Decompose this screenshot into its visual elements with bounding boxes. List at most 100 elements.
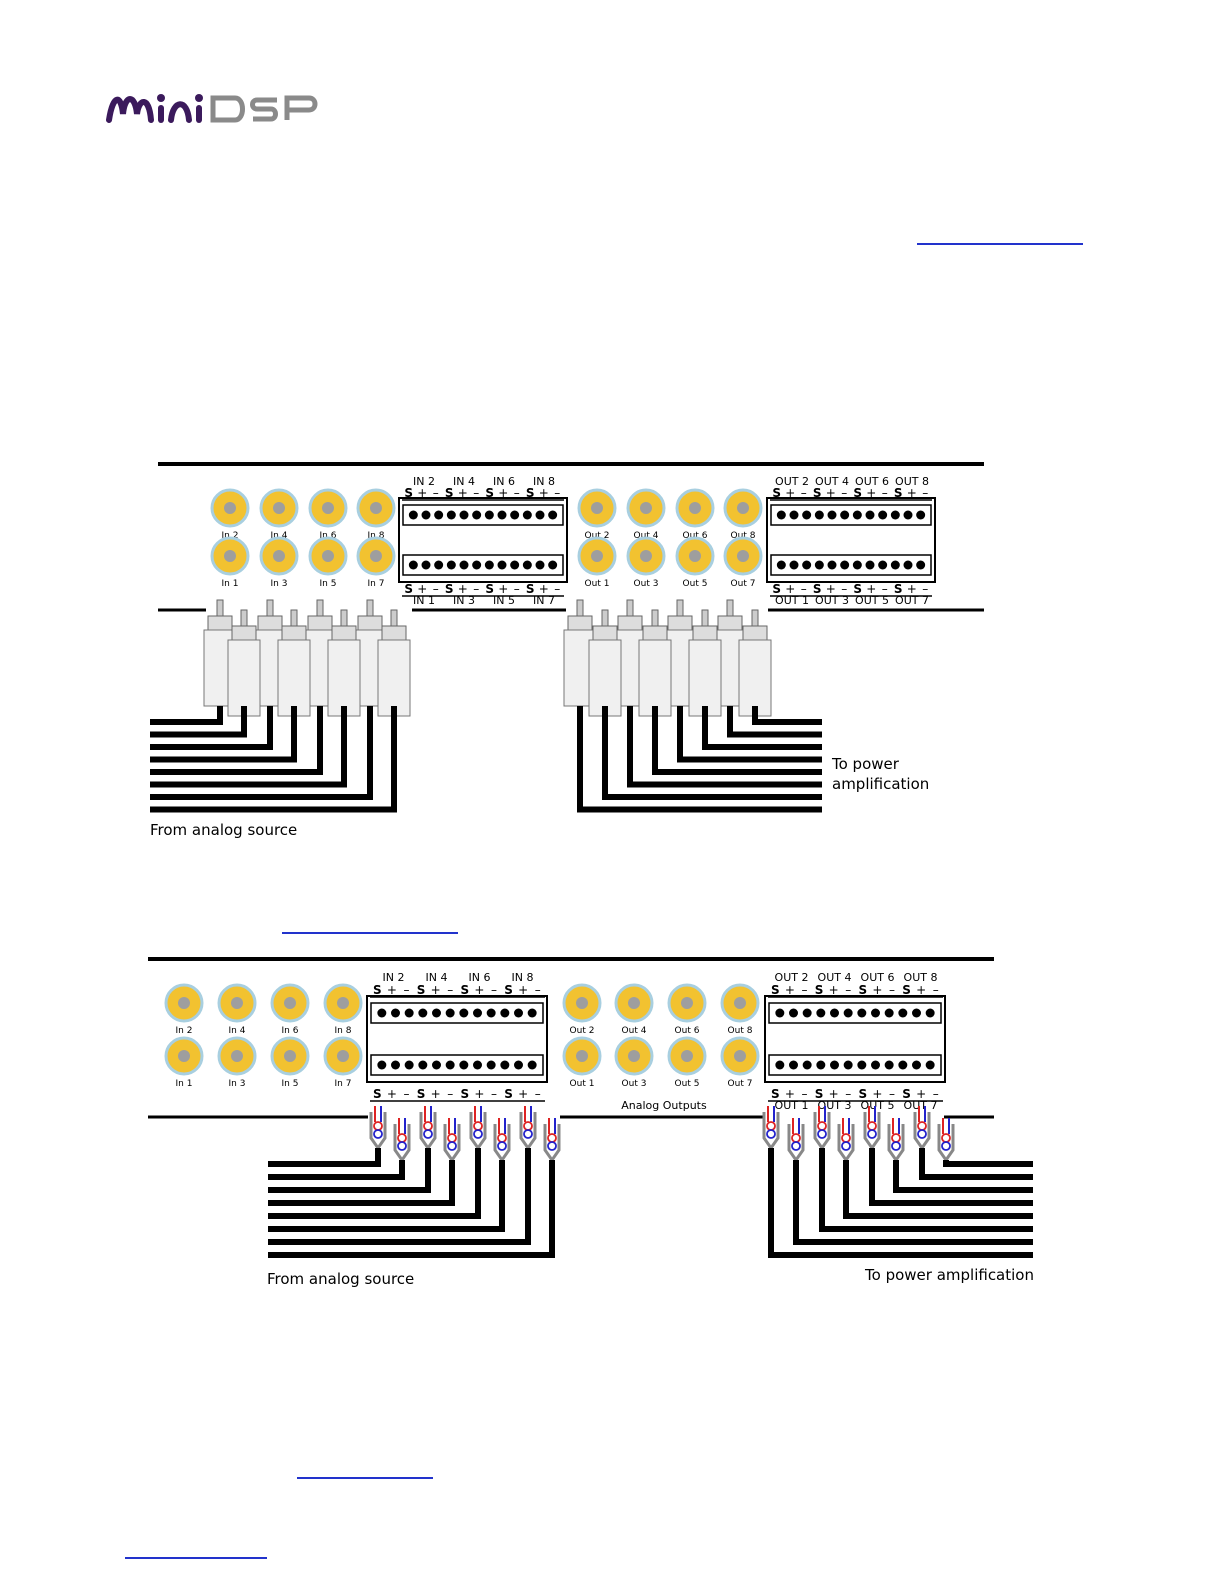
output-cable bbox=[727, 706, 822, 738]
rca-plug-collar bbox=[207, 615, 233, 631]
terminal-screw bbox=[459, 1060, 469, 1070]
terminal-screw bbox=[814, 560, 824, 570]
rca-plug-collar bbox=[642, 625, 668, 641]
rca-plug-collar bbox=[717, 615, 743, 631]
jack-pin bbox=[224, 550, 236, 562]
terminal-strip bbox=[770, 554, 932, 576]
terminal-pin-label: S bbox=[417, 1087, 426, 1101]
terminal-screw bbox=[434, 510, 444, 520]
terminal-screw bbox=[497, 560, 507, 570]
rca-cables bbox=[150, 599, 822, 813]
jack-label: In 3 bbox=[229, 1079, 246, 1089]
rca-plug-collar bbox=[692, 625, 718, 641]
balanced-connector bbox=[937, 1118, 955, 1163]
output-cable bbox=[943, 1160, 1033, 1167]
terminal-screw bbox=[446, 510, 456, 520]
terminal-screw bbox=[421, 560, 431, 570]
jack-in7: In 7 bbox=[323, 1036, 363, 1089]
terminal-screw bbox=[445, 1060, 455, 1070]
balanced-connector bbox=[863, 1106, 881, 1151]
output-cable bbox=[893, 1160, 1033, 1193]
jack-label: Out 2 bbox=[585, 531, 610, 541]
hyperlink-3[interactable] bbox=[297, 1477, 433, 1479]
terminal-channel-label: OUT 5 bbox=[855, 594, 889, 607]
terminal-screw bbox=[789, 1008, 798, 1018]
terminal-pin-label: S bbox=[445, 486, 454, 500]
dest-label-line1: To power bbox=[831, 755, 900, 773]
jack-pin bbox=[576, 997, 588, 1009]
jack-out5: Out 5 bbox=[675, 536, 715, 589]
jack-pin bbox=[734, 997, 746, 1009]
output-cable bbox=[819, 1148, 1033, 1232]
rca-plug-body bbox=[588, 639, 622, 717]
twist-blue bbox=[941, 1141, 951, 1151]
rca-plug-body bbox=[638, 639, 672, 717]
jack-in6: In 6 bbox=[270, 983, 310, 1036]
terminal-pin-label: – bbox=[801, 983, 807, 997]
jack-pin bbox=[231, 1050, 243, 1062]
terminal-screw bbox=[865, 510, 875, 520]
terminal-pin-label: S bbox=[485, 486, 494, 500]
terminal-pin-label: + bbox=[907, 582, 917, 596]
jack-label: Out 4 bbox=[622, 1026, 647, 1036]
jack-in3: In 3 bbox=[259, 536, 299, 589]
terminal-screw bbox=[510, 560, 520, 570]
jack-out1: Out 1 bbox=[577, 536, 617, 589]
jack-pin bbox=[273, 502, 285, 514]
terminal-pin-label: – bbox=[447, 1087, 453, 1101]
jack-label: Out 1 bbox=[570, 1079, 595, 1089]
terminal-screw bbox=[830, 1008, 839, 1018]
rca-plug bbox=[588, 609, 622, 717]
terminal-screw bbox=[776, 510, 786, 520]
terminal-pin-label: + bbox=[387, 983, 397, 997]
output-cable bbox=[602, 706, 822, 800]
terminal-pin-label: – bbox=[801, 1087, 807, 1101]
hyperlink-2[interactable] bbox=[282, 932, 458, 934]
input-cable bbox=[150, 706, 247, 738]
terminal-screw bbox=[857, 1008, 867, 1018]
jack-label: Out 1 bbox=[585, 579, 610, 589]
twist-blue bbox=[791, 1141, 801, 1151]
jack-pin bbox=[576, 1050, 588, 1062]
terminal-pin-label: – bbox=[554, 486, 560, 500]
jack-label: Out 7 bbox=[728, 1079, 753, 1089]
rca-plug-tip bbox=[266, 599, 274, 617]
balanced-connector bbox=[519, 1106, 537, 1151]
terminal-pin-label: + bbox=[431, 1087, 441, 1101]
jack-pin bbox=[284, 997, 296, 1009]
rca-plug-collar bbox=[742, 625, 768, 641]
jack-label: Out 3 bbox=[634, 579, 659, 589]
terminal-pin-label: – bbox=[447, 983, 453, 997]
jack-in1: In 1 bbox=[210, 536, 250, 589]
terminal-channel-label: OUT 4 bbox=[815, 475, 849, 488]
terminal-pin-label: – bbox=[535, 1087, 541, 1101]
hyperlink-4[interactable] bbox=[125, 1557, 267, 1559]
terminal-screw bbox=[418, 1008, 428, 1018]
terminal-channel-label: OUT 8 bbox=[904, 971, 938, 984]
hyperlink-1[interactable] bbox=[917, 243, 1083, 245]
terminal-strip bbox=[370, 1054, 544, 1076]
terminal-pin-label: + bbox=[785, 1087, 795, 1101]
jack-in8: In 8 bbox=[323, 983, 363, 1036]
jack-out6: Out 6 bbox=[667, 983, 707, 1036]
jack-label: In 5 bbox=[282, 1079, 299, 1089]
terminal-channel-label: IN 6 bbox=[469, 971, 491, 984]
terminal-pin-label: + bbox=[458, 486, 468, 500]
terminal-screw bbox=[472, 510, 482, 520]
terminal-screw bbox=[404, 1008, 414, 1018]
terminal-pin-label: + bbox=[474, 983, 484, 997]
terminal-channel-label: IN 6 bbox=[493, 475, 515, 488]
jack-in6: In 6 bbox=[308, 488, 348, 541]
terminal-screw bbox=[827, 510, 837, 520]
terminal-pin-label: S bbox=[815, 1087, 824, 1101]
terminal-pin-label: – bbox=[554, 582, 560, 596]
jack-pin bbox=[178, 997, 190, 1009]
terminal-screw bbox=[459, 510, 469, 520]
jack-pin bbox=[231, 997, 243, 1009]
terminal-channel-label: IN 1 bbox=[413, 594, 435, 607]
jack-pin bbox=[681, 997, 693, 1009]
terminal-screw bbox=[903, 510, 913, 520]
terminal-pin-label: – bbox=[889, 983, 895, 997]
rca-plug-tip bbox=[366, 599, 374, 617]
terminal-pin-label: + bbox=[785, 486, 795, 500]
